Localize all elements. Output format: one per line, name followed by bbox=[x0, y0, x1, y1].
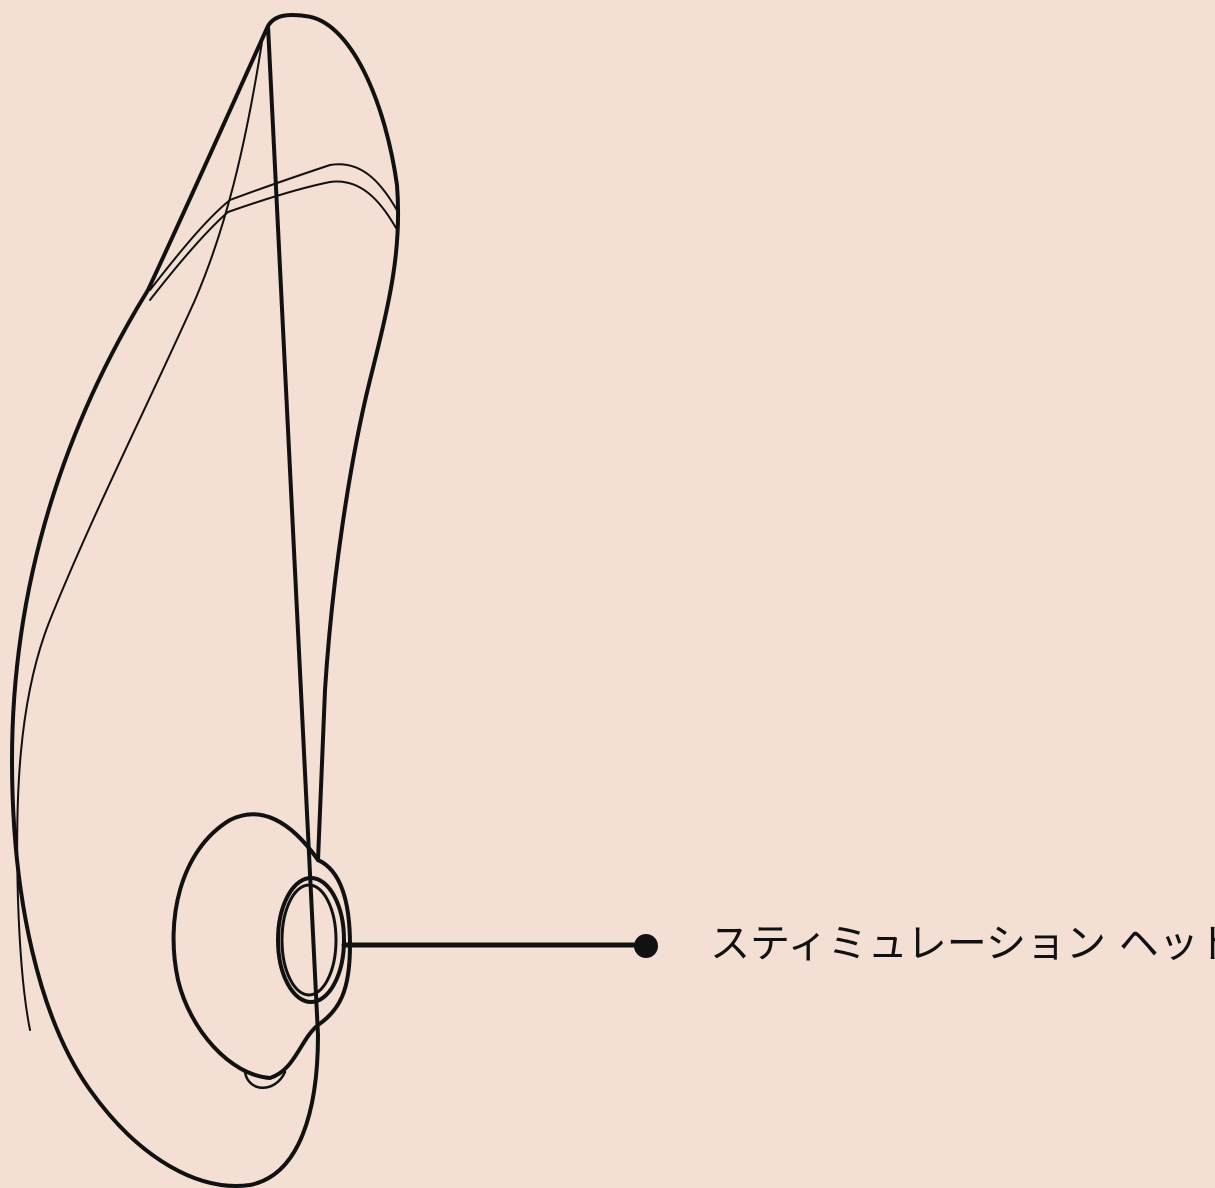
bottom-button-bump bbox=[243, 1070, 287, 1089]
callout-dot bbox=[634, 934, 658, 958]
top-band-line-1 bbox=[149, 163, 399, 291]
top-band-line-2 bbox=[149, 180, 397, 301]
callout-label-stimulation-head: スティミュレーション ヘッド bbox=[710, 921, 1215, 967]
body-inner-edge bbox=[16, 41, 263, 1031]
stimulation-head-opening bbox=[280, 883, 338, 997]
stimulation-head-ring bbox=[276, 876, 346, 1004]
device-body-outline bbox=[10, 13, 401, 1188]
stimulation-head-flange bbox=[171, 812, 352, 1080]
